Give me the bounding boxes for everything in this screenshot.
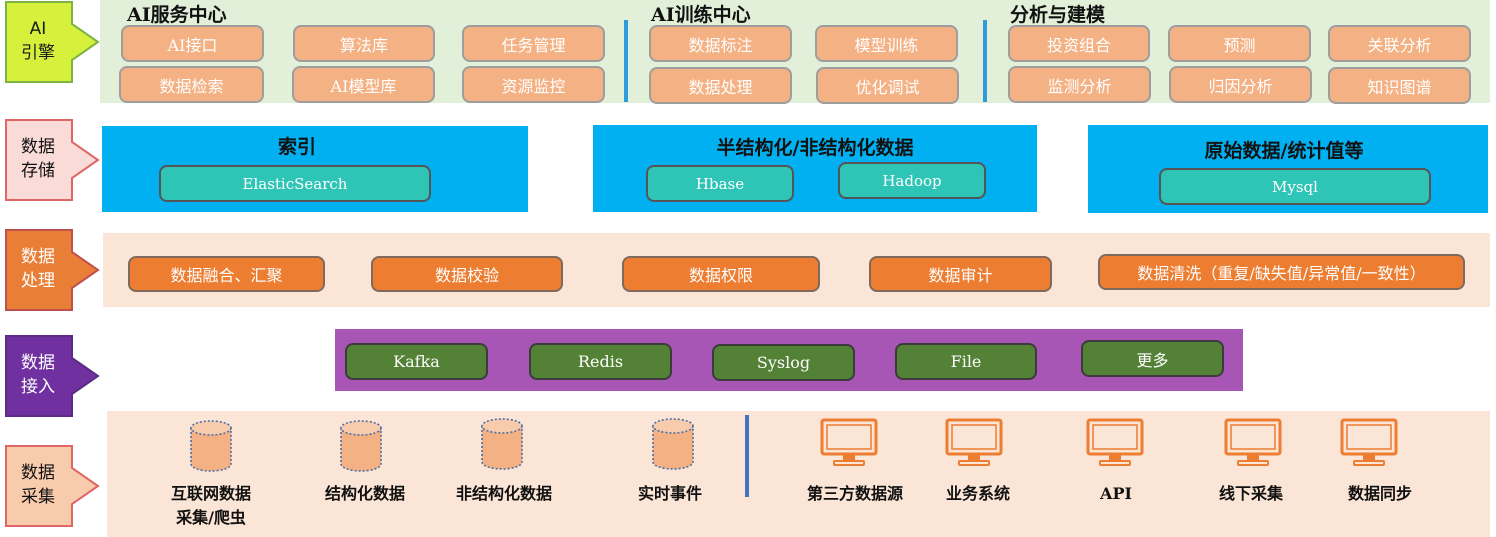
database-icon	[481, 418, 523, 470]
elasticsearch-box[interactable]: ElasticSearch	[159, 165, 431, 202]
layer-label-text: 数据 存储	[21, 137, 55, 181]
processing-item[interactable]: 数据清洗（重复/缺失值/异常值/一致性）	[1098, 254, 1465, 290]
collect-system-label: 线下采集	[1218, 484, 1283, 503]
ai-service-item[interactable]: 数据检索	[119, 66, 264, 103]
collect-divider	[745, 415, 749, 497]
ai-training-item[interactable]: 数据标注	[649, 25, 792, 62]
layer-label-ingest: 数据 接入	[4, 334, 100, 417]
layer-label-ai-engine: AI 引擎	[4, 0, 100, 83]
hbase-box[interactable]: Hbase	[646, 165, 794, 202]
ai-training-center-title: AI训练中心	[651, 4, 751, 26]
layer-label-processing: 数据 处理	[4, 228, 100, 311]
monitor-icon	[1086, 418, 1144, 466]
analysis-item[interactable]: 投资组合	[1008, 25, 1150, 62]
analysis-item[interactable]: 归因分析	[1169, 66, 1312, 103]
section-divider	[624, 20, 628, 102]
ai-service-item[interactable]: 任务管理	[462, 25, 605, 62]
database-icon	[340, 420, 382, 472]
collect-source-label: 互联网数据 采集/爬虫	[170, 484, 251, 527]
collect-source-label: 非结构化数据	[455, 484, 552, 503]
database-icon	[652, 418, 694, 470]
database-icon	[190, 420, 232, 472]
layer-label-text: 数据 采集	[21, 463, 55, 507]
arrow-shape	[5, 119, 100, 201]
ai-service-item[interactable]: AI接口	[121, 25, 264, 62]
arrow-shape	[5, 229, 100, 311]
storage-semi-title: 半结构化/非结构化数据	[716, 137, 914, 159]
analysis-modeling-title: 分析与建模	[1010, 4, 1106, 26]
ai-service-item[interactable]: 算法库	[293, 25, 435, 62]
arrow-shape	[5, 445, 100, 527]
redis-box[interactable]: Redis	[529, 343, 672, 380]
analysis-item[interactable]: 关联分析	[1328, 25, 1471, 62]
analysis-item[interactable]: 监测分析	[1008, 66, 1151, 103]
layer-label-text: 数据 接入	[21, 353, 55, 397]
layer-label-collect: 数据 采集	[4, 444, 100, 527]
analysis-item[interactable]: 知识图谱	[1328, 67, 1471, 104]
ai-service-center-title: AI服务中心	[127, 4, 227, 26]
collect-source-label: 结构化数据	[324, 484, 405, 503]
storage-raw-title: 原始数据/统计值等	[1204, 140, 1364, 162]
collect-system-label: 数据同步	[1347, 484, 1412, 503]
layer-label-text: AI 引擎	[21, 19, 55, 63]
collect-source-label: 实时事件	[637, 484, 702, 503]
processing-item[interactable]: 数据审计	[869, 256, 1052, 292]
monitor-icon	[1340, 418, 1398, 466]
monitor-icon	[820, 418, 878, 466]
arrow-shape	[5, 1, 100, 83]
layer-label-storage: 数据 存储	[4, 118, 100, 201]
ai-service-item[interactable]: AI模型库	[292, 66, 435, 103]
processing-item[interactable]: 数据权限	[622, 256, 820, 292]
ai-training-item[interactable]: 优化调试	[816, 67, 959, 104]
collect-panel	[107, 411, 1490, 537]
mysql-box[interactable]: Mysql	[1159, 168, 1431, 205]
monitor-icon	[945, 418, 1003, 466]
kafka-box[interactable]: Kafka	[345, 343, 488, 380]
more-box[interactable]: 更多	[1081, 340, 1224, 377]
processing-item[interactable]: 数据融合、汇聚	[128, 256, 325, 292]
layer-label-text: 数据 处理	[21, 247, 55, 291]
ai-training-item[interactable]: 模型训练	[815, 25, 958, 62]
hadoop-box[interactable]: Hadoop	[838, 162, 986, 199]
collect-system-label: 业务系统	[945, 484, 1010, 503]
storage-index-title: 索引	[277, 136, 316, 158]
collect-system-label: API	[1100, 484, 1132, 503]
collect-system-label: 第三方数据源	[806, 484, 903, 503]
section-divider	[983, 20, 987, 102]
file-box[interactable]: File	[895, 343, 1037, 380]
processing-item[interactable]: 数据校验	[371, 256, 563, 292]
ai-training-item[interactable]: 数据处理	[649, 67, 792, 104]
monitor-icon	[1224, 418, 1282, 466]
syslog-box[interactable]: Syslog	[712, 344, 855, 381]
ai-service-item[interactable]: 资源监控	[462, 66, 605, 103]
analysis-item[interactable]: 预测	[1168, 25, 1311, 62]
arrow-shape	[5, 335, 100, 417]
